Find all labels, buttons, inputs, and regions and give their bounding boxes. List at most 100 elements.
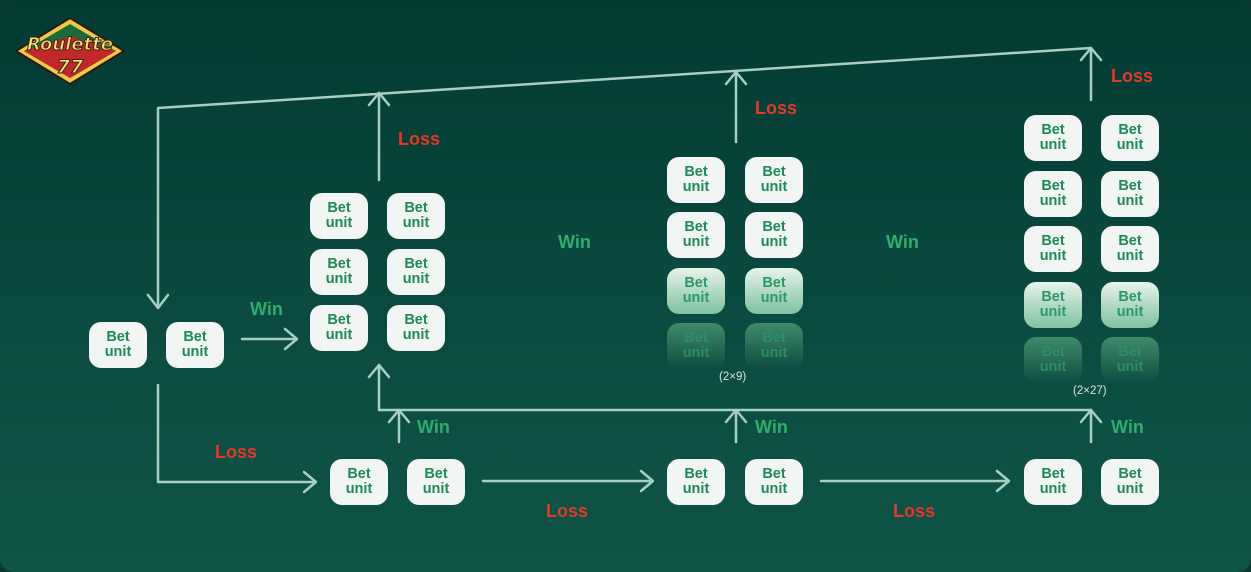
bet-unit-line2: unit [325, 327, 353, 343]
bet-unit-line2: unit [1116, 359, 1144, 375]
bet-unit-line2: unit [682, 234, 710, 250]
bet-unit-line1: Bet [684, 219, 708, 235]
bet-unit-line1: Bet [327, 200, 351, 216]
arrowhead-loss-right-2 [639, 469, 655, 493]
logo-text-roulette: Roulette [27, 34, 113, 55]
logo-text-77: 77 [57, 56, 84, 78]
bet-unit-line2: unit [1116, 193, 1144, 209]
multiplier-note: (2×9) [719, 371, 747, 383]
loss-label: Loss [1111, 66, 1154, 86]
bet-unit-line1: Bet [106, 329, 130, 345]
bet-unit-line2: unit [682, 481, 710, 497]
bet-unit-line2: unit [682, 290, 710, 306]
return-line [156, 46, 1093, 307]
bet-unit-line1: Bet [762, 275, 786, 291]
bet-unit-line1: Bet [684, 466, 708, 482]
win-label: Win [250, 299, 283, 319]
arrowhead-win-right [283, 327, 299, 351]
bet-unit-line1: Bet [347, 466, 371, 482]
arrowhead-return-down [146, 293, 170, 310]
roulette-77-logo: Roulette 77 [14, 16, 126, 86]
loss-label: Loss [398, 129, 441, 149]
bet-unit-line1: Bet [1118, 122, 1142, 138]
bet-unit-line1: Bet [1041, 178, 1065, 194]
bet-unit-line2: unit [1116, 248, 1144, 264]
bet-unit-line1: Bet [762, 219, 786, 235]
bet-unit-line2: unit [325, 271, 353, 287]
bet-unit-line2: unit [104, 344, 132, 360]
bet-unit-line2: unit [1039, 137, 1067, 153]
bet-unit-line1: Bet [684, 330, 708, 346]
bet-unit-line1: Bet [1041, 466, 1065, 482]
bet-unit-line2: unit [422, 481, 450, 497]
bet-unit-line2: unit [1039, 359, 1067, 375]
bet-unit-line1: Bet [1041, 289, 1065, 305]
multiplier-note: (2×27) [1073, 385, 1107, 397]
bet-unit-line1: Bet [1041, 344, 1065, 360]
bet-unit-line1: Bet [684, 164, 708, 180]
bet-unit-line1: Bet [762, 330, 786, 346]
win-label: Win [558, 232, 591, 252]
bet-unit-line1: Bet [762, 466, 786, 482]
bet-unit-line1: Bet [327, 256, 351, 272]
bet-unit-line1: Bet [1118, 466, 1142, 482]
bet-unit-line2: unit [682, 345, 710, 361]
arrowhead-loss-right-3 [995, 469, 1011, 493]
bet-unit-line1: Bet [183, 329, 207, 345]
bet-unit-line1: Bet [1118, 233, 1142, 249]
bet-unit-line1: Bet [1118, 178, 1142, 194]
bet-unit-line2: unit [1116, 304, 1144, 320]
bet-unit-line2: unit [402, 215, 430, 231]
loss-label: Loss [546, 501, 589, 521]
arrowhead-loss-up-2 [724, 70, 748, 86]
bet-unit-line2: unit [325, 215, 353, 231]
bet-unit-line1: Bet [684, 275, 708, 291]
bet-unit-line2: unit [1039, 248, 1067, 264]
bet-unit-line2: unit [760, 290, 788, 306]
bet-unit-line1: Bet [1041, 233, 1065, 249]
bet-unit-line2: unit [760, 179, 788, 195]
bet-unit-line2: unit [1039, 481, 1067, 497]
bet-unit-line1: Bet [424, 466, 448, 482]
bet-unit-line2: unit [345, 481, 373, 497]
bet-unit-line2: unit [1116, 137, 1144, 153]
bet-unit-line2: unit [682, 179, 710, 195]
loss-label: Loss [755, 98, 798, 118]
arrowhead-loss-up-3 [1079, 46, 1103, 62]
bet-unit-line1: Bet [762, 164, 786, 180]
bet-unit-line2: unit [402, 327, 430, 343]
bet-unit-line1: Bet [1041, 122, 1065, 138]
bet-unit-line1: Bet [404, 200, 428, 216]
bet-unit-line2: unit [760, 234, 788, 250]
